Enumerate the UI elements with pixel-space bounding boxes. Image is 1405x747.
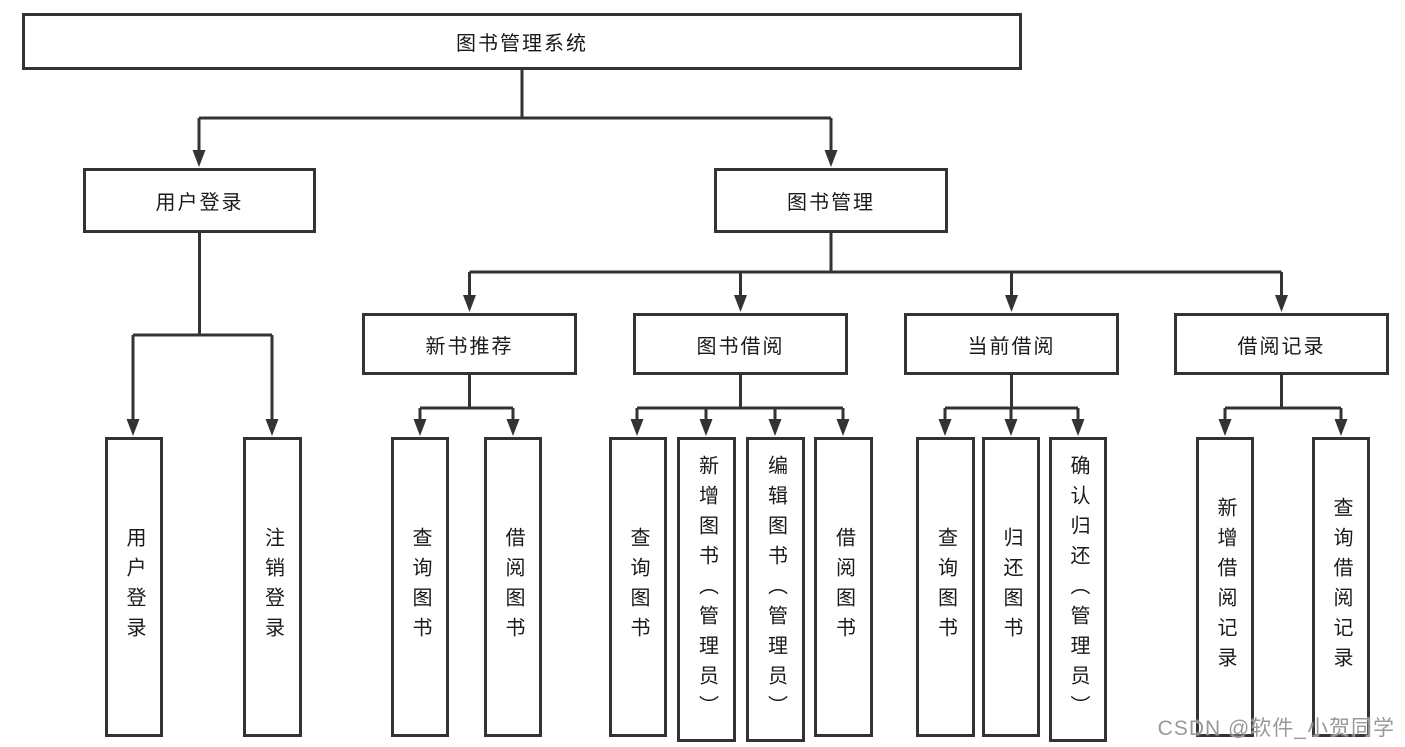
leaf-logout-label: 注销登录 <box>261 527 284 647</box>
node-root-system: 图书管理系统 <box>22 13 1022 70</box>
leaf-confirm-return-admin-label: 确认归还（管理员） <box>1067 454 1089 725</box>
node-new-book-recommend: 新书推荐 <box>362 313 577 375</box>
leaf-query-borrow-record: 查询借阅记录 <box>1312 437 1370 737</box>
node-root-system-label: 图书管理系统 <box>456 33 588 55</box>
node-book-borrow: 图书借阅 <box>633 313 848 375</box>
leaf-borrow-book-recommend: 借阅图书 <box>484 437 542 737</box>
leaf-add-book-admin-label: 新增图书（管理员） <box>695 454 718 725</box>
node-new-book-recommend-label: 新书推荐 <box>425 335 514 358</box>
leaf-user-login-label: 用户登录 <box>123 527 145 647</box>
node-borrow-record-label: 借阅记录 <box>1237 335 1326 358</box>
leaf-query-book-current: 查询图书 <box>916 437 975 737</box>
csdn-watermark: CSDN @软件_小贺同学 <box>1157 717 1395 740</box>
leaf-edit-book-admin-label: 编辑图书（管理员） <box>764 454 787 725</box>
leaf-add-borrow-record-label: 新增借阅记录 <box>1214 497 1236 677</box>
connector-book-borrow-children <box>635 375 845 421</box>
node-borrow-record: 借阅记录 <box>1174 313 1389 375</box>
node-book-borrow-label: 图书借阅 <box>696 335 785 358</box>
leaf-query-book-recommend: 查询图书 <box>391 437 449 737</box>
connector-new-book-children <box>418 375 515 421</box>
leaf-borrow-book-recommend-label: 借阅图书 <box>502 527 524 647</box>
leaf-user-login: 用户登录 <box>105 437 163 737</box>
leaf-confirm-return-admin: 确认归还（管理员） <box>1049 437 1107 742</box>
node-user-login: 用户登录 <box>83 168 316 233</box>
connector-borrow-record-children <box>1223 375 1343 421</box>
node-current-borrow: 当前借阅 <box>904 313 1119 375</box>
node-book-management-label: 图书管理 <box>787 192 875 214</box>
connector-book-management-children <box>468 233 1283 297</box>
leaf-add-book-admin: 新增图书（管理员） <box>677 437 736 742</box>
connector-current-borrow-children <box>943 375 1080 421</box>
leaf-return-book-label: 归还图书 <box>1000 527 1022 647</box>
connector-root-to-level2 <box>197 70 833 152</box>
leaf-return-book: 归还图书 <box>982 437 1040 737</box>
leaf-query-borrow-record-label: 查询借阅记录 <box>1330 497 1352 677</box>
leaf-add-borrow-record: 新增借阅记录 <box>1196 437 1254 737</box>
node-book-management: 图书管理 <box>714 168 948 233</box>
leaf-query-book-borrow: 查询图书 <box>609 437 667 737</box>
leaf-logout: 注销登录 <box>243 437 302 737</box>
leaf-query-book-current-label: 查询图书 <box>934 527 957 647</box>
leaf-borrow-book: 借阅图书 <box>814 437 873 737</box>
leaf-edit-book-admin: 编辑图书（管理员） <box>746 437 805 742</box>
node-user-login-label: 用户登录 <box>155 192 244 214</box>
leaf-query-book-recommend-label: 查询图书 <box>409 527 431 647</box>
leaf-query-book-borrow-label: 查询图书 <box>627 527 649 647</box>
node-current-borrow-label: 当前借阅 <box>967 335 1056 358</box>
leaf-borrow-book-label: 借阅图书 <box>832 527 855 647</box>
connector-user-login-children <box>131 233 274 421</box>
